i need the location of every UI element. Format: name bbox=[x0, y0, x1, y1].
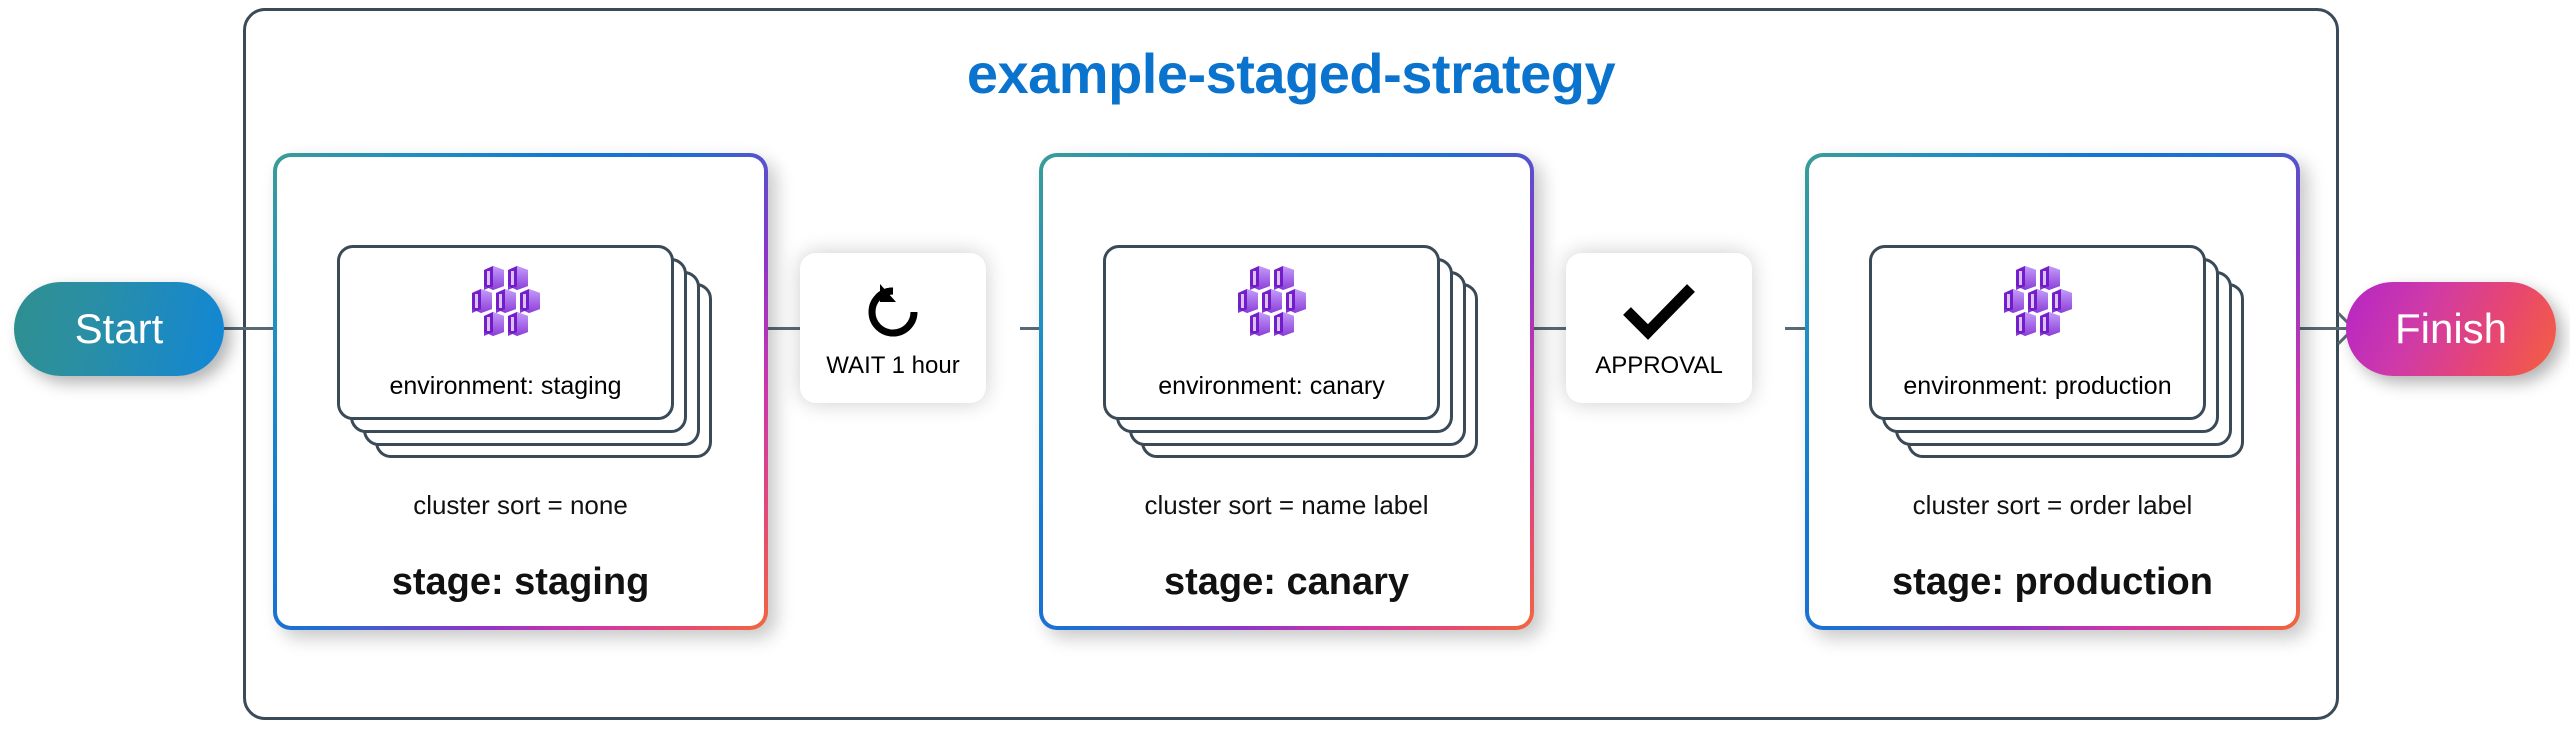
gate-wait-label: WAIT 1 hour bbox=[826, 352, 960, 379]
gate-approval-label: APPROVAL bbox=[1595, 352, 1723, 379]
stage-label: stage: canary bbox=[1163, 561, 1409, 603]
stage-label: stage: production bbox=[1892, 561, 2213, 603]
stage-label: stage: staging bbox=[391, 561, 650, 603]
arrow-production-to-finish bbox=[2245, 327, 2350, 330]
finish-node[interactable]: Finish bbox=[2346, 282, 2556, 376]
finish-node-label: Finish bbox=[2394, 305, 2508, 352]
environment-card-stack: environment: staging bbox=[337, 245, 712, 458]
rotate-ccw-icon bbox=[862, 276, 924, 348]
arrow-canary-to-approval bbox=[1490, 327, 1600, 330]
environment-card-stack: environment: production bbox=[1869, 245, 2244, 458]
environment-card-stack: environment: canary bbox=[1103, 245, 1478, 458]
cluster-sort-label: cluster sort = none bbox=[413, 490, 628, 520]
start-node-label: Start bbox=[74, 305, 164, 352]
gate-wait[interactable]: WAIT 1 hour bbox=[800, 253, 986, 403]
cluster-nodes-icon bbox=[1995, 264, 2081, 343]
environment-card[interactable]: environment: canary bbox=[1103, 245, 1440, 420]
stage-block-canary[interactable]: environment: canary cluster sort = name … bbox=[1039, 153, 1534, 630]
environment-label: environment: canary bbox=[1158, 372, 1385, 400]
environment-card[interactable]: environment: staging bbox=[337, 245, 674, 420]
cluster-nodes-icon bbox=[1229, 264, 1315, 343]
environment-label: environment: staging bbox=[389, 372, 622, 400]
cluster-nodes-icon bbox=[463, 264, 549, 343]
arrow-start-to-staging bbox=[224, 327, 329, 330]
checkmark-icon bbox=[1622, 276, 1696, 348]
stage-block-production[interactable]: environment: production cluster sort = o… bbox=[1805, 153, 2300, 630]
environment-label: environment: production bbox=[1903, 372, 2172, 400]
gate-approval[interactable]: APPROVAL bbox=[1566, 253, 1752, 403]
strategy-title: example-staged-strategy bbox=[966, 42, 1616, 105]
environment-card[interactable]: environment: production bbox=[1869, 245, 2206, 420]
cluster-sort-label: cluster sort = name label bbox=[1144, 490, 1429, 520]
start-node[interactable]: Start bbox=[14, 282, 224, 376]
cluster-sort-label: cluster sort = order label bbox=[1912, 490, 2193, 520]
stage-block-staging[interactable]: environment: staging cluster sort = none… bbox=[273, 153, 768, 630]
